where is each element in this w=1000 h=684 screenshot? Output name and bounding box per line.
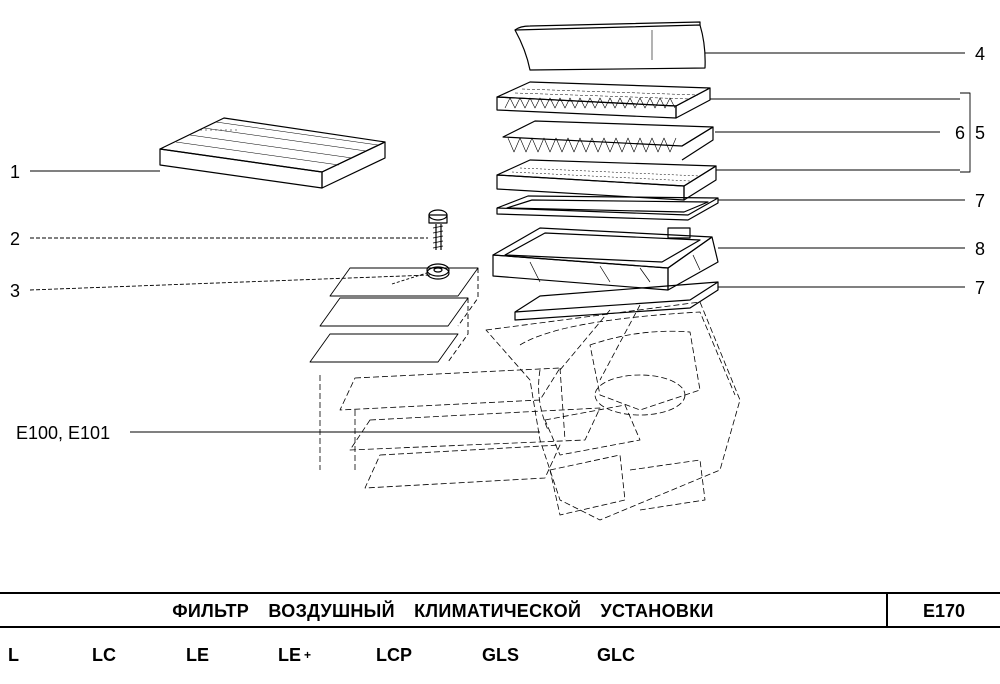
leader-lines — [29, 52, 971, 433]
heater-housing-phantom — [319, 301, 741, 521]
variant-gls: GLS — [482, 645, 520, 665]
part-7-gasket-upper — [496, 195, 719, 221]
callout-e100-e101: E100, E101 — [16, 423, 111, 443]
callout-1: 1 — [10, 162, 21, 182]
variant-glc: GLC — [597, 645, 635, 665]
parts-diagram — [29, 21, 971, 521]
part-6-filter-upper — [496, 81, 711, 119]
callout-4: 4 — [975, 44, 986, 64]
title-bar: ФИЛЬТР ВОЗДУШНЫЙ КЛИМАТИЧЕСКОЙ УСТАНОВКИ… — [0, 592, 1000, 628]
variant-le-plus-suffix: + — [304, 648, 312, 662]
part-6-filter-lower — [496, 159, 717, 201]
page-title: ФИЛЬТР ВОЗДУШНЫЙ КЛИМАТИЧЕСКОЙ УСТАНОВКИ — [172, 601, 714, 621]
callout-2: 2 — [10, 229, 21, 249]
section-code: E170 — [922, 601, 966, 621]
part-3-clip — [426, 263, 450, 280]
part-1-filter-element — [159, 117, 386, 189]
title-divider — [886, 594, 888, 626]
variant-le-plus: LE+ — [278, 645, 312, 665]
variant-lcp: LCP — [376, 645, 412, 665]
variant-l: L — [8, 645, 19, 665]
callout-5: 5 — [975, 123, 986, 143]
part-6-filter-pleated — [502, 120, 714, 161]
part-8-housing — [492, 227, 719, 291]
part-4-cover — [514, 21, 706, 71]
variant-lc: LC — [92, 645, 116, 665]
part-7-gasket-lower — [514, 281, 719, 321]
variant-le: LE — [186, 645, 210, 665]
callout-6: 6 — [955, 123, 966, 143]
callout-8: 8 — [975, 239, 986, 259]
mounting-guides — [309, 267, 479, 363]
callout-7-lower: 7 — [975, 278, 986, 298]
callout-3: 3 — [10, 281, 21, 301]
part-2-screw — [428, 209, 448, 250]
callout-7-upper: 7 — [975, 191, 986, 211]
